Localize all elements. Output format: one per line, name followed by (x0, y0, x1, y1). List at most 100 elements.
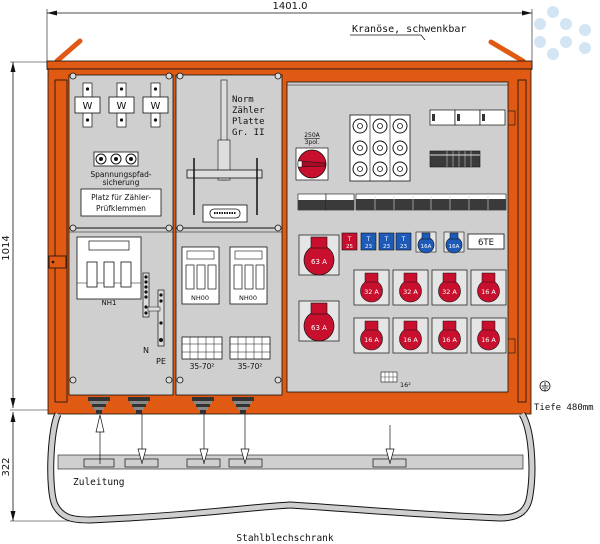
nh1-fuse-switch: NH1 (76, 236, 142, 307)
component-label: 63 A (311, 324, 327, 332)
nh1-label: NH1 (102, 299, 117, 307)
component-label: 32 A (364, 288, 379, 296)
component-label: 23 (400, 244, 407, 250)
width-label: 1401.0 (273, 1, 308, 12)
screw-icon (165, 224, 173, 232)
current-transformer: W (142, 82, 169, 128)
current-transformer: W (74, 82, 101, 128)
cee-socket: 16 A (431, 317, 468, 354)
nh00-fuse-switch: NH00 (181, 246, 220, 305)
screw-icon (69, 376, 77, 384)
voltage-path-fuses (93, 151, 139, 167)
cable-arrow-down (385, 425, 395, 465)
component-label: T (384, 236, 389, 243)
fuse-t23: T 23 (378, 232, 395, 251)
ct-label: W (151, 101, 161, 112)
cee-socket-63a: 63 A (298, 300, 340, 342)
fuse-t23: T 23 (360, 232, 377, 251)
meter-plate-line-4: Gr. II (232, 128, 265, 138)
height-dimension: 1014 (1, 61, 50, 411)
cee-socket: 32 A (392, 269, 429, 306)
nh00-label: NH00 (239, 294, 257, 302)
left-panel: W W W Spannungspfad- sicherung Platz für (68, 72, 174, 396)
test-terminal-box (80, 188, 162, 217)
component-label: 32 A (442, 288, 457, 296)
cable-gland (232, 397, 254, 414)
crane-eye-label: Kranöse, schwenkbar (352, 24, 466, 35)
component-label: 16 A (481, 288, 496, 296)
cee-socket: 32 A (353, 269, 390, 306)
main-switch (295, 147, 329, 181)
pe-bar: PE (147, 289, 166, 366)
component-label: 16 A (403, 336, 418, 344)
meter-plate-line-3: Platte (232, 117, 265, 127)
component-label: 25 (346, 244, 353, 250)
component-label: T (401, 236, 406, 243)
component-label: 32 A (403, 288, 418, 296)
screw-icon (176, 376, 184, 384)
component-label: 16 A (481, 336, 496, 344)
pe-label: PE (156, 357, 166, 366)
main-switch-rating-1: 250A (304, 132, 320, 139)
earth-icon (539, 380, 551, 392)
schuko-socket: 16A (443, 231, 465, 254)
small-terminal-block (380, 371, 398, 383)
component-label: T (366, 236, 371, 243)
small-terminal-label: 16² (400, 381, 411, 389)
cable-arrow-up (95, 414, 105, 464)
cable-arrow-down (137, 414, 147, 465)
schuko-socket: 16A (415, 231, 437, 254)
width-dimension: 1401.0 (46, 1, 533, 70)
current-transformer: W (108, 82, 135, 128)
spare-label: 6TE (478, 238, 494, 248)
cabinet-base (47, 412, 536, 524)
terminal-block: 35-70² (181, 336, 223, 371)
supply-label: Zuleitung (73, 477, 124, 488)
meter-plate-rail (186, 79, 263, 223)
cable-arrow-down (199, 414, 209, 465)
terminal-label: 35-70² (190, 362, 215, 371)
cee-socket: 32 A (431, 269, 468, 306)
component-label: 16 A (364, 336, 379, 344)
screw-icon (165, 72, 173, 80)
cee-socket-63a: 63 A (298, 234, 340, 276)
component-label: 23 (383, 244, 390, 250)
component-label: 16A (449, 244, 460, 250)
screw-icon (274, 376, 282, 384)
test-terminal-label-2: Prüfklemmen (96, 204, 146, 213)
cee-socket: 16 A (470, 317, 507, 354)
mcb-row-lower (297, 193, 507, 211)
component-label: 16 A (442, 336, 457, 344)
screw-icon (69, 224, 77, 232)
cable-gland (192, 397, 214, 414)
screw-icon (274, 72, 282, 80)
base-height-label: 322 (1, 457, 12, 476)
watermark-logo (534, 6, 591, 60)
right-panel: 250A 3pol. (286, 81, 509, 393)
height-label: 1014 (1, 235, 12, 260)
crane-eye-callout: Kranöse, schwenkbar (350, 24, 466, 41)
rcd-row (429, 109, 506, 126)
voltage-fuse-label-1: Spannungspfad- (90, 170, 152, 179)
cabinet-type-label: Stahlblechschrank (236, 533, 334, 544)
screw-icon (165, 376, 173, 384)
meter-plate-line-1: Norm (232, 95, 254, 105)
screw-icon (176, 224, 184, 232)
component-label: 23 (365, 244, 372, 250)
component-label: 16A (421, 244, 432, 250)
screw-icon (176, 72, 184, 80)
cee-socket: 16 A (353, 317, 390, 354)
ct-label: W (117, 101, 127, 112)
nh00-label: NH00 (191, 294, 209, 302)
cee-socket: 16 A (392, 317, 429, 354)
spare-box (467, 233, 505, 250)
fuse-base-grid (349, 114, 411, 182)
component-label: T (347, 236, 352, 243)
cable-gland (128, 397, 150, 414)
depth-label: Tiefe 480mm (534, 403, 594, 413)
voltage-fuse-label-2: sicherung (103, 178, 140, 187)
fuse-t23: T 23 (395, 232, 412, 251)
terminal-block: 35-70² (229, 336, 271, 371)
nh00-fuse-switch: NH00 (229, 246, 268, 305)
neutral-bar: N (142, 272, 150, 355)
